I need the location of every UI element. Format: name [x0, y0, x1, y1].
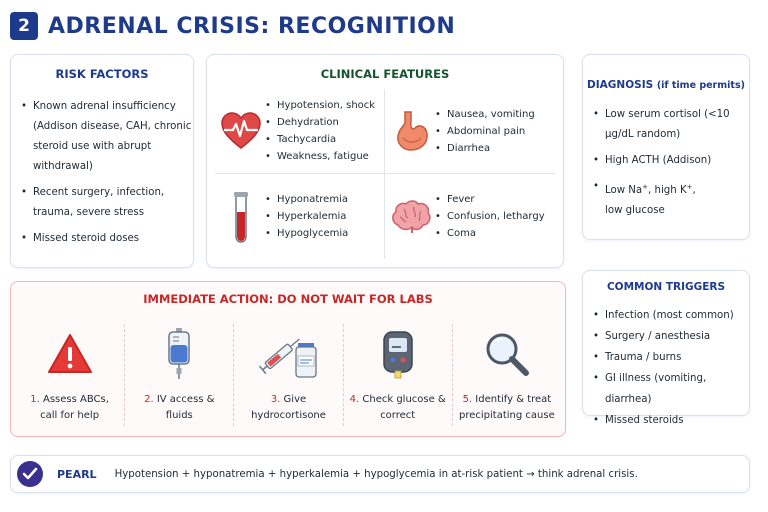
pearl-label: PEARL: [57, 467, 97, 481]
action-step-2: 2. IV access &fluids: [124, 324, 233, 426]
diagnosis-panel: DIAGNOSIS (if time permits) Low serum co…: [582, 54, 750, 240]
clinical-features-heading: CLINICAL FEATURES: [320, 67, 450, 81]
section-number-badge: 2: [10, 12, 38, 40]
clinical-group-gastrointestinal: Nausea, vomiting Abdominal pain Diarrhea: [385, 89, 555, 174]
magnifier-icon: [453, 326, 561, 382]
list-item: Confusion, lethargy: [433, 208, 545, 225]
immediate-action-heading: IMMEDIATE ACTION: DO NOT WAIT FOR LABS: [143, 292, 433, 306]
list-item: Coma: [433, 225, 545, 242]
immediate-action-panel: IMMEDIATE ACTION: DO NOT WAIT FOR LABS 1…: [10, 281, 566, 437]
list-item: Hypotension, shock: [263, 97, 375, 114]
action-step-label: 1. Assess ABCs,call for help: [30, 394, 109, 421]
clinical-group-electrolytes: Hyponatremia Hyperkalemia Hypoglycemia: [215, 174, 385, 259]
risk-factors-heading: RISK FACTORS: [55, 67, 149, 81]
pearl-text: Hypotension + hyponatremia + hyperkalemi…: [114, 468, 638, 480]
action-step-label: 2. IV access &fluids: [144, 394, 215, 421]
action-step-1: 1. Assess ABCs,call for help: [15, 324, 124, 426]
list-item: Surgery / anesthesia: [591, 326, 749, 347]
list-item: GI illness (vomiting, diarrhea): [591, 368, 749, 410]
list-item: Abdominal pain: [433, 123, 535, 140]
list-item: High ACTH (Addison): [591, 151, 749, 171]
syringe-vial-icon: [234, 326, 342, 382]
clinical-group-neurologic: Fever Confusion, lethargy Coma: [385, 174, 555, 259]
list-item: Hyperkalemia: [263, 208, 348, 225]
list-item: Hypoglycemia: [263, 225, 348, 242]
clinical-features-panel: CLINICAL FEATURES Hypotension, shock Deh…: [206, 54, 564, 268]
iv-bag-icon: [125, 326, 233, 382]
list-item: Infection (most common): [591, 305, 749, 326]
list-item: Low serum cortisol (<10 μg/dL random): [591, 105, 749, 145]
clinical-group-cardiovascular: Hypotension, shock Dehydration Tachycard…: [215, 89, 385, 174]
list-item: Weakness, fatigue: [263, 148, 375, 165]
test-tube-icon: [219, 191, 263, 243]
title-bar: 2 ADRENAL CRISIS: RECOGNITION: [10, 12, 455, 40]
list-item: Diarrhea: [433, 140, 535, 157]
common-triggers-panel: COMMON TRIGGERS Infection (most common) …: [582, 270, 750, 431]
glucometer-icon: [344, 326, 452, 382]
action-step-label: 4. Check glucose &correct: [349, 394, 446, 421]
common-triggers-list: Infection (most common) Surgery / anesth…: [591, 305, 749, 431]
list-item: Missed steroid doses: [19, 229, 193, 249]
check-circle-icon: [17, 461, 43, 487]
diagnosis-list: Low serum cortisol (<10 μg/dL random) Hi…: [591, 105, 749, 221]
pearl-banner: PEARL Hypotension + hyponatremia + hyper…: [10, 455, 750, 493]
stomach-icon: [389, 109, 433, 153]
brain-icon: [389, 195, 433, 239]
list-item: Fever: [433, 191, 545, 208]
warning-icon: [15, 326, 124, 382]
risk-factors-list: Known adrenal insufficiency (Addison dis…: [19, 97, 193, 249]
list-item: Recent surgery, infection, trauma, sever…: [19, 183, 193, 223]
list-item: Trauma / burns: [591, 347, 749, 368]
list-item: Known adrenal insufficiency (Addison dis…: [19, 97, 193, 177]
diagnosis-subtitle: (if time permits): [656, 80, 745, 91]
list-item: Dehydration: [263, 114, 375, 131]
risk-factors-panel: RISK FACTORS Known adrenal insufficiency…: [10, 54, 194, 268]
list-item: Missed steroids: [591, 410, 749, 431]
list-item: Hyponatremia: [263, 191, 348, 208]
page-title: ADRENAL CRISIS: RECOGNITION: [48, 13, 456, 39]
diagnosis-heading: DIAGNOSIS (if time permits): [583, 79, 749, 91]
list-item: Tachycardia: [263, 131, 375, 148]
common-triggers-heading: COMMON TRIGGERS: [606, 281, 726, 293]
diagnosis-title: DIAGNOSIS: [587, 79, 654, 91]
action-step-4: 4. Check glucose &correct: [342, 324, 452, 426]
list-item-electrolytes: Low Na+, high K+,low glucose: [591, 177, 749, 221]
list-item: Nausea, vomiting: [433, 106, 535, 123]
heart-icon: [219, 109, 263, 153]
